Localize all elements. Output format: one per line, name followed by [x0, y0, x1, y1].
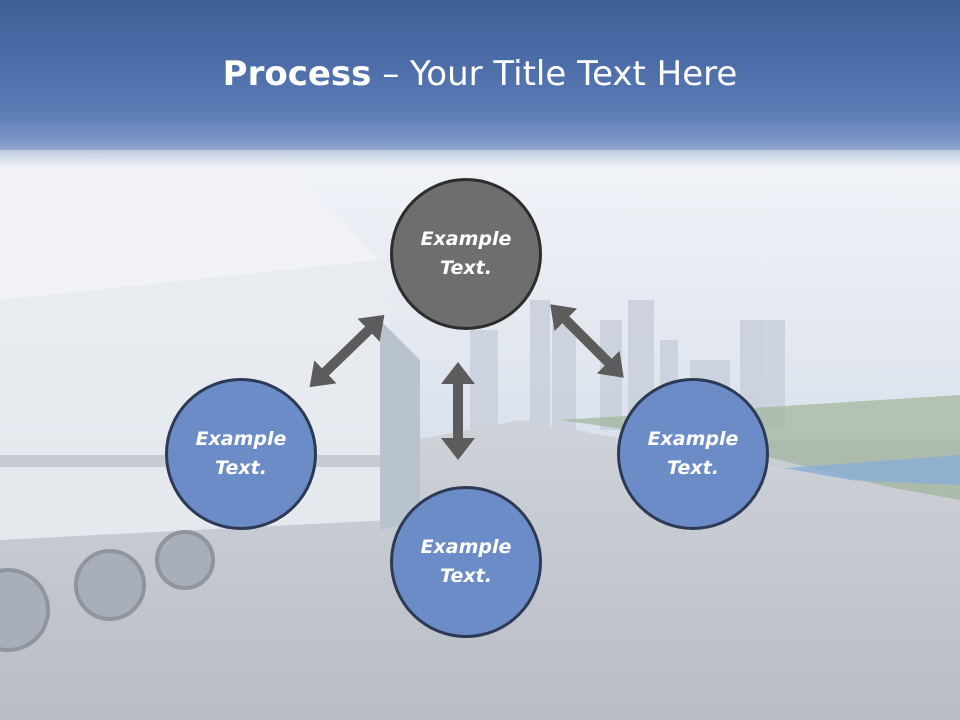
node-label: Example Text.: [647, 428, 739, 479]
title-bar: [0, 0, 960, 150]
title-separator: –: [371, 54, 411, 94]
slide-title: Process – Your Title Text Here: [0, 50, 960, 98]
process-node-bottom: Example Text.: [390, 486, 542, 638]
process-node-right: Example Text.: [617, 378, 769, 530]
node-label: Example Text.: [420, 228, 512, 279]
title-rest: Your Title Text Here: [410, 54, 738, 94]
node-label: Example Text.: [420, 536, 512, 587]
arrow-top-left: [309, 314, 385, 388]
title-bold: Process: [222, 54, 372, 94]
arrow-top-right: [550, 304, 624, 378]
arrow-vertical: [441, 362, 475, 460]
process-node-top: Example Text.: [390, 178, 542, 330]
title-bar-fade: [0, 128, 960, 168]
process-node-left: Example Text.: [165, 378, 317, 530]
node-label: Example Text.: [195, 428, 287, 479]
